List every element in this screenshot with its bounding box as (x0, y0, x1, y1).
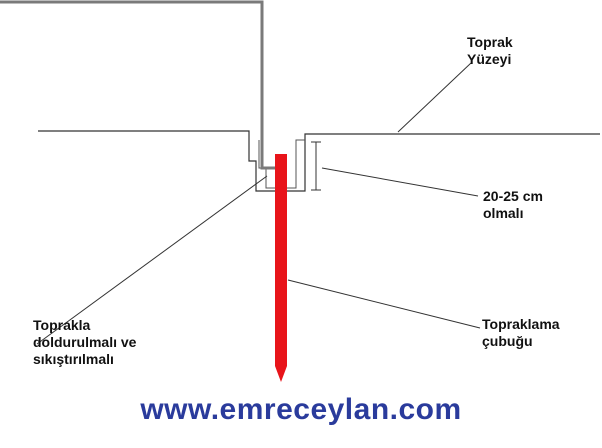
fill-label: Toprakla doldurulmalı ve sıkıştırılmalı (33, 317, 136, 368)
depth-label-line-1: 20-25 cm (483, 188, 543, 204)
ground-surface-label-line-2: Yüzeyi (467, 51, 512, 67)
rod-label-line-2: çubuğu (482, 333, 533, 349)
depth-label: 20-25 cm olmalı (483, 188, 543, 222)
fill-label-line-2: doldurulmalı ve (33, 334, 137, 350)
watermark-link[interactable]: www.emreceylan.com (140, 393, 462, 426)
rod-label: Topraklama çubuğu (482, 316, 560, 350)
grounding-rod (275, 154, 287, 382)
ground-surface-label-line-1: Toprak (467, 34, 513, 50)
grounding-cable (0, 0, 275, 170)
fill-label-line-1: Toprakla (33, 317, 91, 333)
ground-surface-label: Toprak Yüzeyi (467, 34, 513, 68)
surface-leader-line (397, 62, 472, 133)
pit-inner-outline (258, 139, 305, 189)
fill-leader-line (36, 175, 268, 345)
rod-label-line-1: Topraklama (482, 316, 560, 332)
rod-leader-line (287, 279, 481, 329)
depth-leader-line (321, 167, 479, 197)
ground-surface-line (38, 130, 600, 192)
depth-label-line-2: olmalı (483, 205, 524, 221)
fill-label-line-3: sıkıştırılmalı (33, 351, 114, 367)
